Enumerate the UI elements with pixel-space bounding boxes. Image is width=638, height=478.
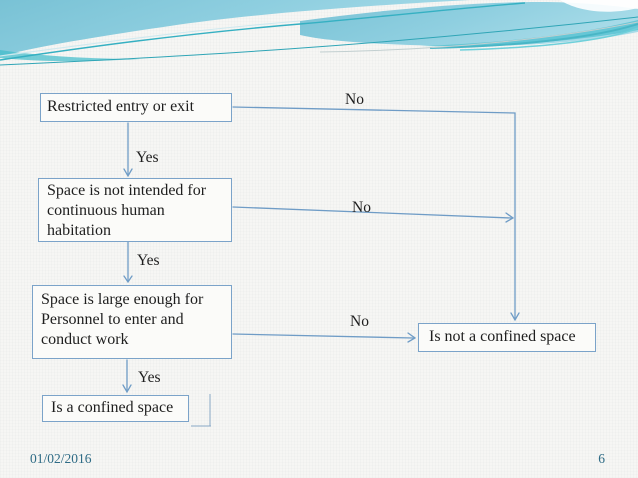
edge-label-yes-1: Yes xyxy=(136,149,159,166)
edge-yes-3-arrowhead xyxy=(122,384,132,394)
node-is-confined: Is a confined space xyxy=(42,395,189,422)
edge-label-no-3: No xyxy=(350,313,369,330)
edge-no-3-arrowhead xyxy=(407,332,417,343)
node-large-enough: Space is large enough for Personnel to e… xyxy=(32,285,232,359)
edge-yes-2-arrowhead xyxy=(123,275,133,284)
node-restricted-entry: Restricted entry or exit xyxy=(40,93,232,122)
edge-no-2-line xyxy=(232,206,512,219)
edge-no-1-line xyxy=(232,106,516,320)
wave-header-graphic xyxy=(0,0,638,66)
node-is-not-confined: Is not a confined space xyxy=(418,323,596,352)
edge-yes-1-arrowhead xyxy=(123,168,133,178)
box4-shadow-line xyxy=(191,394,211,427)
edge-no-2-arrowhead xyxy=(505,212,515,223)
edge-label-no-2: No xyxy=(352,199,371,216)
node-not-intended: Space is not intended for continuous hum… xyxy=(38,178,232,242)
edge-no-3-line xyxy=(232,333,414,339)
edge-label-no-1: No xyxy=(345,91,364,108)
slide-number: 6 xyxy=(598,451,605,466)
footer-date: 01/02/2016 xyxy=(30,451,92,466)
edge-no-1-arrowhead xyxy=(510,312,520,322)
edge-label-yes-2: Yes xyxy=(137,252,160,269)
edge-label-yes-3: Yes xyxy=(138,369,161,386)
